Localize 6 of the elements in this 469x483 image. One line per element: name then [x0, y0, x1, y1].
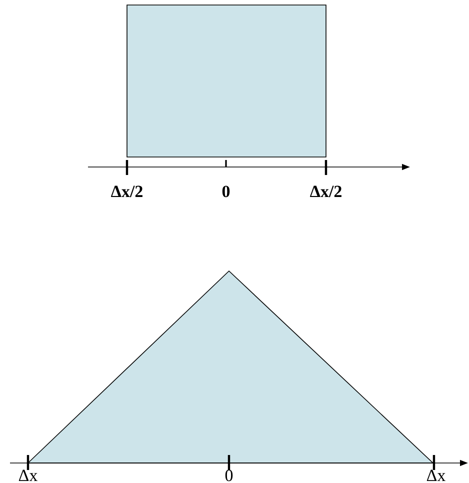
- axis-label: Δx: [18, 470, 38, 481]
- rectangle-pulse: [126, 4, 326, 158]
- axis-label: 0: [222, 186, 230, 198]
- axis-label: Δx/2: [111, 186, 142, 198]
- axis-label: Δx: [426, 470, 446, 481]
- axis-label: Δx/2: [310, 186, 342, 198]
